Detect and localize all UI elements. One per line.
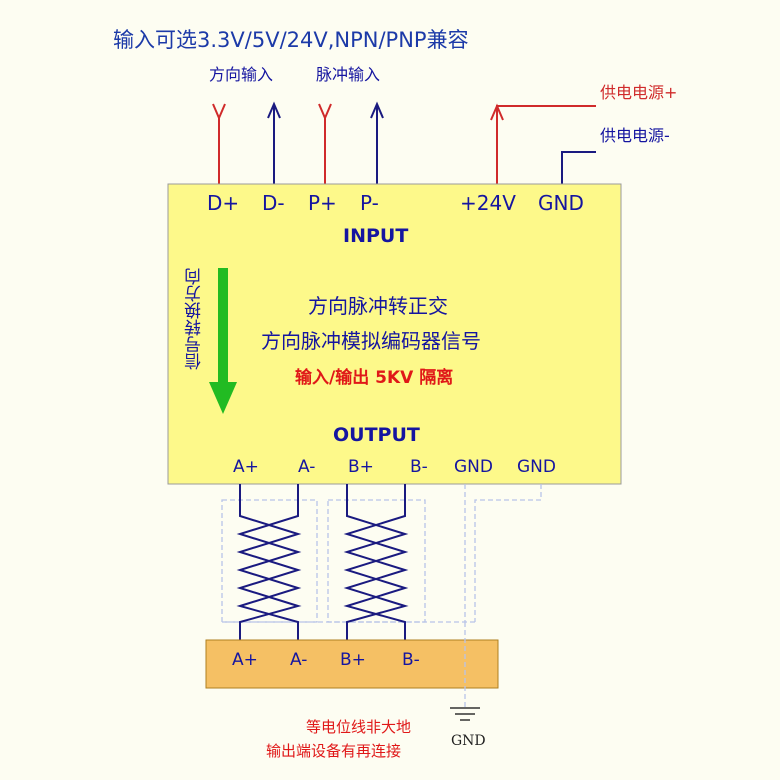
p-minus-arrow-icon [370, 101, 384, 119]
pin-gnd-bottom-2: GND [517, 457, 556, 477]
module-title-line1: 方向脉冲转正交 [308, 294, 448, 318]
power-plus-arrow-icon [490, 103, 504, 121]
terminal-a-plus: A+ [232, 650, 258, 670]
pin-p-plus: P+ [308, 191, 337, 215]
output-label: OUTPUT [333, 424, 420, 446]
ground-label: GND [451, 733, 486, 749]
power-minus-wire [561, 151, 596, 184]
pin-b-plus: B+ [348, 457, 374, 477]
isolation-label: 输入/输出 5KV 隔离 [295, 368, 454, 388]
twisted-pair-b [343, 484, 409, 640]
isolator-module [167, 183, 622, 485]
pulse-input-label: 脉冲输入 [316, 65, 381, 84]
terminal-b-plus: B+ [340, 650, 366, 670]
p-plus-arrow-icon [318, 103, 332, 121]
pin-b-minus: B- [410, 457, 428, 477]
terminal-a-minus: A- [290, 650, 308, 670]
signal-direction-label: 信号转换方向 [185, 268, 205, 370]
module-title-line2: 方向脉冲模拟编码器信号 [261, 329, 481, 353]
ground-icon [450, 622, 480, 721]
ground-note-line2: 输出端设备有再连接 [266, 742, 402, 760]
pin-plus-24v: +24V [460, 191, 516, 215]
direction-arrow-icon [209, 268, 237, 414]
twisted-pair-a [236, 484, 302, 640]
page-title: 输入可选3.3V/5V/24V,NPN/PNP兼容 [113, 28, 469, 52]
pin-gnd-bottom-1: GND [454, 457, 493, 477]
pin-a-plus: A+ [233, 457, 259, 477]
power-minus-label: 供电电源- [600, 126, 670, 145]
input-wires [212, 101, 596, 184]
terminal-b-minus: B- [402, 650, 420, 670]
pin-d-plus: D+ [207, 191, 240, 215]
pin-gnd-top: GND [538, 191, 584, 215]
pin-d-minus: D- [262, 191, 285, 215]
d-plus-arrow-icon [212, 103, 226, 121]
pin-p-minus: P- [360, 191, 379, 215]
pin-a-minus: A- [298, 457, 316, 477]
power-plus-label: 供电电源+ [600, 83, 678, 102]
power-plus-wire [496, 105, 596, 184]
ground-note-line1: 等电位线非大地 [306, 718, 412, 736]
d-minus-arrow-icon [267, 101, 281, 119]
input-label: INPUT [343, 225, 409, 247]
direction-input-label: 方向输入 [209, 65, 274, 84]
output-terminal-block [205, 639, 499, 689]
dashed-guides [221, 484, 542, 623]
